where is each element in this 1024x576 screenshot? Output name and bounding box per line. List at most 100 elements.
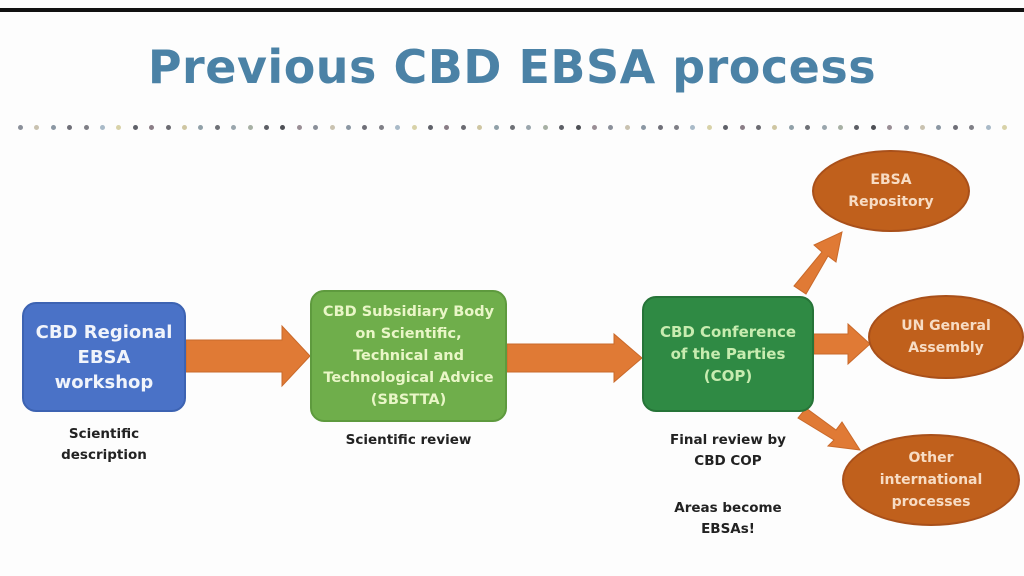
outcome-other-international-processes: Other international processes xyxy=(842,434,1020,526)
stage-workshop-line: CBD Regional xyxy=(35,321,173,343)
separator-dot xyxy=(690,125,696,130)
separator-dot xyxy=(100,125,105,130)
caption-line: Scientific xyxy=(68,426,140,442)
outcome-line: Assembly xyxy=(908,340,984,356)
separator-dot xyxy=(641,125,647,130)
separator-dot xyxy=(920,125,925,130)
separator-dot xyxy=(756,125,761,130)
separator-dot xyxy=(788,125,794,130)
stage-sbstta-caption: Scientific review xyxy=(310,430,507,451)
stage-cop-line: of the Parties xyxy=(670,345,786,363)
separator-dot xyxy=(493,125,499,130)
separator-dot xyxy=(723,125,729,130)
separator-dot xyxy=(985,125,991,130)
caption-line: Final review by xyxy=(670,432,786,448)
caption-line: Scientific review xyxy=(345,432,472,448)
stage-workshop-box: CBD Regional EBSA workshop xyxy=(22,302,186,412)
separator-dot xyxy=(559,125,565,130)
outcome-un-general-assembly: UN General Assembly xyxy=(868,295,1024,379)
separator-dot xyxy=(854,125,860,130)
separator-dot xyxy=(674,125,679,130)
separator-dot xyxy=(444,125,450,130)
separator-dot xyxy=(870,125,876,130)
stage-cop-line: CBD Conference xyxy=(659,323,797,341)
separator-dot xyxy=(231,125,237,130)
separator-dot xyxy=(936,125,942,130)
separator-dot xyxy=(969,125,975,130)
outcome-line: EBSA xyxy=(870,172,912,188)
separator-dot xyxy=(411,125,417,130)
caption-line: CBD COP xyxy=(694,453,762,469)
separator-dot xyxy=(526,125,532,130)
stage-cop-caption: Final review by CBD COP xyxy=(632,430,824,472)
separator-dot xyxy=(182,125,187,130)
outcome-line: Other xyxy=(908,450,954,466)
separator-dot xyxy=(952,125,958,130)
caption-line: EBSAs! xyxy=(701,521,755,537)
stage-sbstta-line: (SBSTTA) xyxy=(370,392,447,408)
separator-dot xyxy=(346,125,351,130)
separator-dot xyxy=(247,125,253,130)
caption-line: Areas become xyxy=(674,500,782,516)
separator-dot xyxy=(378,125,384,130)
separator-dot xyxy=(706,125,712,130)
separator-dot xyxy=(739,125,745,130)
separator-dot xyxy=(313,125,319,130)
separator-dot xyxy=(362,125,368,130)
arrow-workshop-to-sbstta xyxy=(185,324,311,388)
separator-dot xyxy=(821,125,827,130)
separator-dot xyxy=(280,125,286,130)
separator-dot xyxy=(592,125,597,130)
separator-dot xyxy=(67,125,73,130)
separator-dot xyxy=(838,125,843,130)
arrow-sbstta-to-cop xyxy=(506,332,643,384)
stage-sbstta-line: CBD Subsidiary Body xyxy=(322,304,495,320)
stage-workshop-line: workshop xyxy=(54,371,154,393)
arrow-cop-to-unga xyxy=(813,322,871,366)
separator-dot xyxy=(296,125,302,130)
separator-dot xyxy=(329,125,335,130)
separator-dot xyxy=(624,125,630,130)
separator-dot xyxy=(657,125,663,130)
separator-dot xyxy=(887,125,893,130)
separator-dot xyxy=(805,125,811,130)
stage-workshop-caption: Scientific description xyxy=(22,424,186,466)
outcome-line: Repository xyxy=(848,194,934,210)
separator-dot xyxy=(542,125,548,130)
separator-dot xyxy=(116,125,122,130)
separator-dot xyxy=(34,125,40,130)
separator-dot xyxy=(510,125,515,130)
separator-dot xyxy=(903,125,909,130)
stage-cop-line: (COP) xyxy=(703,367,753,385)
separator-dot xyxy=(214,125,220,130)
separator-dot xyxy=(149,125,155,130)
separator-dot xyxy=(575,125,581,130)
separator-dot xyxy=(608,125,614,130)
stage-sbstta-line: Technical and xyxy=(353,348,464,364)
separator-dot xyxy=(50,125,56,130)
separator-dot xyxy=(428,125,433,130)
dotted-separator xyxy=(10,124,1024,132)
stage-sbstta-line: on Scientific, xyxy=(355,326,462,342)
separator-dot xyxy=(1002,125,1007,130)
top-border xyxy=(0,8,1024,12)
separator-dot xyxy=(477,125,483,130)
stage-cop-box: CBD Conference of the Parties (COP) xyxy=(642,296,814,412)
separator-dot xyxy=(460,125,466,130)
separator-dot xyxy=(83,125,89,130)
separator-dot xyxy=(772,125,778,130)
caption-line: description xyxy=(61,447,147,463)
separator-dot xyxy=(264,125,269,130)
separator-dot xyxy=(198,125,204,130)
outcome-line: UN General xyxy=(901,318,991,334)
outcome-line: international xyxy=(879,472,983,488)
stage-sbstta-line: Technological Advice xyxy=(323,370,494,386)
arrow-cop-to-repository xyxy=(793,231,843,295)
stage-sbstta-box: CBD Subsidiary Body on Scientific, Techn… xyxy=(310,290,507,422)
outcome-line: processes xyxy=(891,494,971,510)
separator-dot xyxy=(395,125,401,130)
separator-dot xyxy=(18,125,23,130)
stage-cop-outcome-caption: Areas become EBSAs! xyxy=(632,498,824,540)
separator-dot xyxy=(165,125,171,130)
outcome-ebsa-repository: EBSA Repository xyxy=(812,150,970,232)
